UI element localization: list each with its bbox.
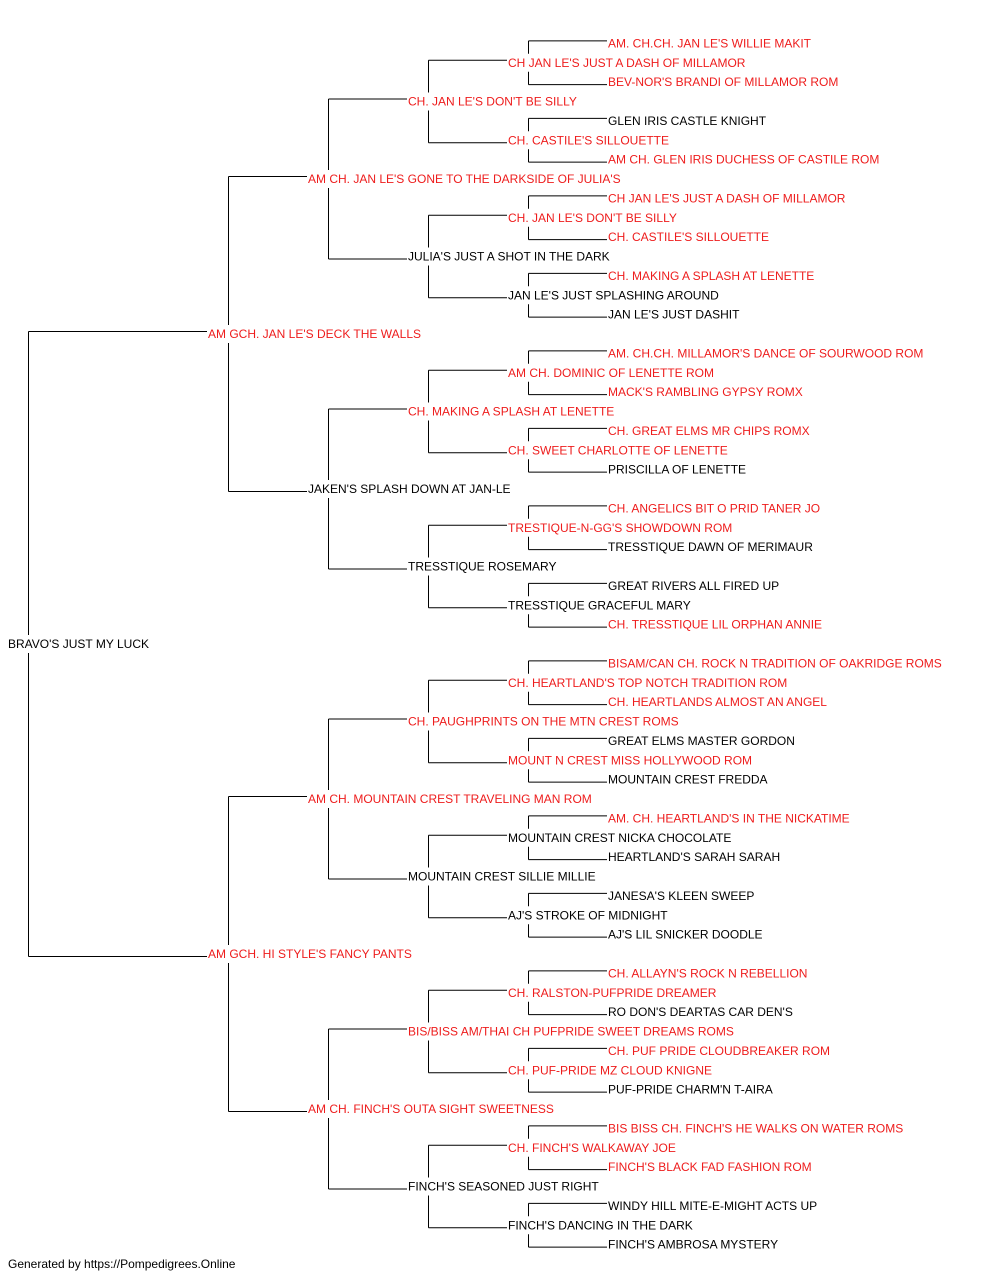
ancestor-name-gen3: BIS/BISS AM/THAI CH PUFPRIDE SWEET DREAM…: [408, 1025, 734, 1039]
ancestor-name-gen5: AM. CH.CH. MILLAMOR'S DANCE OF SOURWOOD …: [608, 346, 923, 360]
ancestor-name-gen4: CH. PUF-PRIDE MZ CLOUD KNIGNE: [508, 1063, 712, 1077]
ancestor-name-gen5: CH. TRESSTIQUE LIL ORPHAN ANNIE: [608, 618, 822, 632]
ancestor-name-gen5: GREAT ELMS MASTER GORDON: [608, 734, 795, 748]
ancestor-name-gen5: BISAM/CAN CH. ROCK N TRADITION OF OAKRID…: [608, 656, 942, 670]
ancestor-name-gen4: FINCH'S DANCING IN THE DARK: [508, 1218, 693, 1232]
ancestor-name-gen3: JULIA'S JUST A SHOT IN THE DARK: [408, 250, 610, 264]
ancestor-name-gen5: BEV-NOR'S BRANDI OF MILLAMOR ROM: [608, 75, 838, 89]
ancestor-name-gen5: CH JAN LE'S JUST A DASH OF MILLAMOR: [608, 191, 846, 205]
ancestor-name-gen4: CH. JAN LE'S DON'T BE SILLY: [508, 211, 677, 225]
ancestor-name-gen5: CH. HEARTLANDS ALMOST AN ANGEL: [608, 695, 827, 709]
ancestor-name-gen4: MOUNT N CREST MISS HOLLYWOOD ROM: [508, 753, 752, 767]
ancestor-name-gen5: GREAT RIVERS ALL FIRED UP: [608, 579, 779, 593]
ancestor-name-gen5: GLEN IRIS CASTLE KNIGHT: [608, 114, 767, 128]
ancestor-name-gen4: AM CH. DOMINIC OF LENETTE ROM: [508, 366, 714, 380]
ancestor-name-gen5: JANESA'S KLEEN SWEEP: [608, 889, 754, 903]
ancestor-name-gen1: AM GCH. JAN LE'S DECK THE WALLS: [208, 327, 421, 341]
ancestor-name-gen4: CH JAN LE'S JUST A DASH OF MILLAMOR: [508, 56, 746, 70]
ancestor-name-gen5: CH. PUF PRIDE CLOUDBREAKER ROM: [608, 1044, 830, 1058]
ancestor-name-gen5: CH. ANGELICS BIT O PRID TANER JO: [608, 501, 820, 515]
ancestor-name-gen5: WINDY HILL MITE-E-MIGHT ACTS UP: [608, 1199, 817, 1213]
ancestor-name-gen5: CH. ALLAYN'S ROCK N REBELLION: [608, 966, 807, 980]
ancestor-name-gen1: AM GCH. HI STYLE'S FANCY PANTS: [208, 947, 412, 961]
ancestor-name-gen5: PUF-PRIDE CHARM'N T-AIRA: [608, 1083, 773, 1097]
ancestor-name-gen4: CH. CASTILE'S SILLOUETTE: [508, 133, 669, 147]
pedigree-tree: BRAVO'S JUST MY LUCK AM GCH. JAN LE'S DEC…: [8, 36, 942, 1250]
subject-dog-name: BRAVO'S JUST MY LUCK: [8, 637, 149, 651]
ancestor-name-gen4: CH. SWEET CHARLOTTE OF LENETTE: [508, 443, 728, 457]
ancestor-name-gen2: AM CH. FINCH'S OUTA SIGHT SWEETNESS: [308, 1102, 554, 1116]
ancestor-name-gen5: JAN LE'S JUST DASHIT: [608, 308, 740, 322]
ancestor-name-gen5: CH. MAKING A SPLASH AT LENETTE: [608, 269, 814, 283]
ancestor-name-gen4: AJ'S STROKE OF MIDNIGHT: [508, 908, 668, 922]
ancestor-name-gen5: RO DON'S DEARTAS CAR DEN'S: [608, 1005, 793, 1019]
ancestor-name-gen5: CH. CASTILE'S SILLOUETTE: [608, 230, 769, 244]
ancestor-name-gen5: AJ'S LIL SNICKER DOODLE: [608, 928, 763, 942]
ancestor-name-gen3: CH. JAN LE'S DON'T BE SILLY: [408, 95, 577, 109]
ancestor-name-gen5: MACK'S RAMBLING GYPSY ROMX: [608, 385, 803, 399]
ancestor-name-gen5: HEARTLAND'S SARAH SARAH: [608, 850, 780, 864]
ancestor-name-gen4: MOUNTAIN CREST NICKA CHOCOLATE: [508, 831, 731, 845]
ancestor-name-gen5: AM. CH. HEARTLAND'S IN THE NICKATIME: [608, 811, 850, 825]
ancestor-name-gen2: AM CH. MOUNTAIN CREST TRAVELING MAN ROM: [308, 792, 592, 806]
ancestor-name-gen5: AM CH. GLEN IRIS DUCHESS OF CASTILE ROM: [608, 153, 879, 167]
footer-credit: Generated by https://Pompedigrees.Online: [8, 1257, 236, 1271]
ancestor-name-gen5: PRISCILLA OF LENETTE: [608, 463, 746, 477]
ancestor-name-gen5: FINCH'S AMBROSA MYSTERY: [608, 1238, 778, 1250]
ancestor-name-gen5: MOUNTAIN CREST FREDDA: [608, 773, 768, 787]
ancestor-name-gen4: CH. FINCH'S WALKAWAY JOE: [508, 1141, 676, 1155]
ancestor-name-gen4: TRESSTIQUE GRACEFUL MARY: [508, 598, 691, 612]
ancestor-name-gen3: FINCH'S SEASONED JUST RIGHT: [408, 1180, 599, 1194]
ancestor-name-gen4: JAN LE'S JUST SPLASHING AROUND: [508, 288, 719, 302]
ancestor-name-gen4: TRESTIQUE-N-GG'S SHOWDOWN ROM: [508, 521, 732, 535]
ancestor-name-gen2: JAKEN'S SPLASH DOWN AT JAN-LE: [308, 482, 511, 496]
ancestor-name-gen3: CH. PAUGHPRINTS ON THE MTN CREST ROMS: [408, 715, 679, 729]
ancestor-name-gen5: TRESSTIQUE DAWN OF MERIMAUR: [608, 540, 813, 554]
ancestor-name-gen5: AM. CH.CH. JAN LE'S WILLIE MAKIT: [608, 36, 812, 50]
ancestor-name-gen4: CH. RALSTON-PUFPRIDE DREAMER: [508, 986, 717, 1000]
ancestor-name-gen5: BIS BISS CH. FINCH'S HE WALKS ON WATER R…: [608, 1121, 903, 1135]
ancestor-name-gen5: CH. GREAT ELMS MR CHIPS ROMX: [608, 424, 810, 438]
ancestor-name-gen2: AM CH. JAN LE'S GONE TO THE DARKSIDE OF …: [308, 172, 621, 186]
ancestor-name-gen3: CH. MAKING A SPLASH AT LENETTE: [408, 405, 614, 419]
ancestor-name-gen3: TRESSTIQUE ROSEMARY: [408, 560, 556, 574]
ancestor-name-gen3: MOUNTAIN CREST SILLIE MILLIE: [408, 870, 596, 884]
ancestor-name-gen4: CH. HEARTLAND'S TOP NOTCH TRADITION ROM: [508, 676, 787, 690]
ancestor-name-gen5: FINCH'S BLACK FAD FASHION ROM: [608, 1160, 812, 1174]
